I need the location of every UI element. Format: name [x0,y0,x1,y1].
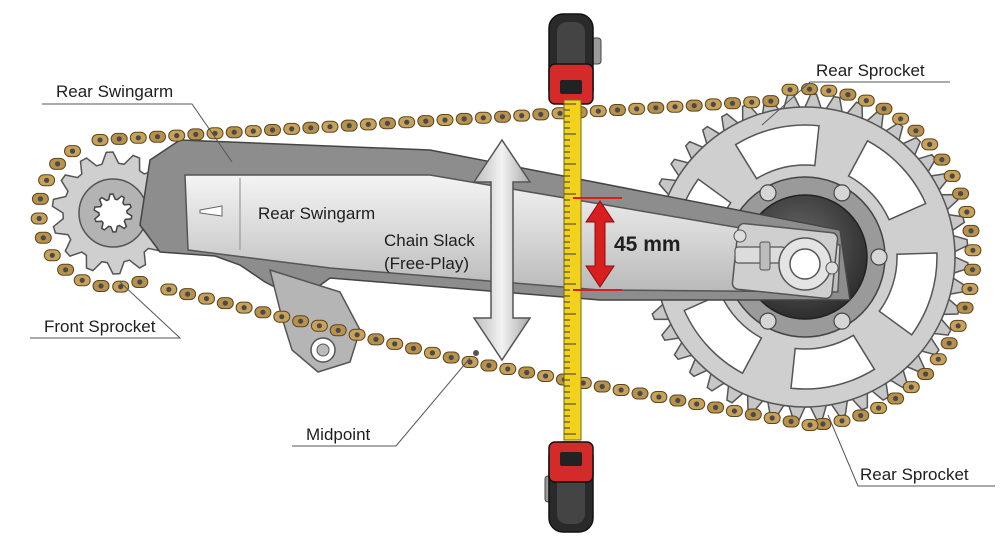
callout-line-rear-swingarm [42,103,233,163]
tape-case-top [548,13,602,105]
tape-case-bottom [544,441,594,533]
callout-line-midpoint [292,357,471,447]
front-sprocket-callout: Front Sprocket [44,317,156,336]
rear-sprocket-callout-bottom: Rear Sprocket [860,465,969,484]
swingarm-body-label: Rear Swingarm [258,204,375,223]
slack-measurement: 45 mm [573,197,681,291]
front-sprocket-icon [51,151,175,275]
callout-line-rear-sprocket-bottom [827,414,995,487]
rear-sprocket-callout-top: Rear Sprocket [816,61,925,80]
tape-measure-icon [544,13,602,533]
rear-swingarm-callout: Rear Swingarm [56,82,173,101]
callout-line-front-sprocket [30,281,182,339]
free-play-label: (Free-Play) [384,254,469,273]
slack-value-label: 45 mm [614,233,681,256]
midpoint-marker [473,350,479,356]
double-arrow-icon [472,138,532,362]
chain-slack-label: Chain Slack [384,231,475,250]
midpoint-callout: Midpoint [306,425,371,444]
callout-line-rear-sprocket-top [761,81,950,126]
drive-chain-icon [30,83,982,431]
